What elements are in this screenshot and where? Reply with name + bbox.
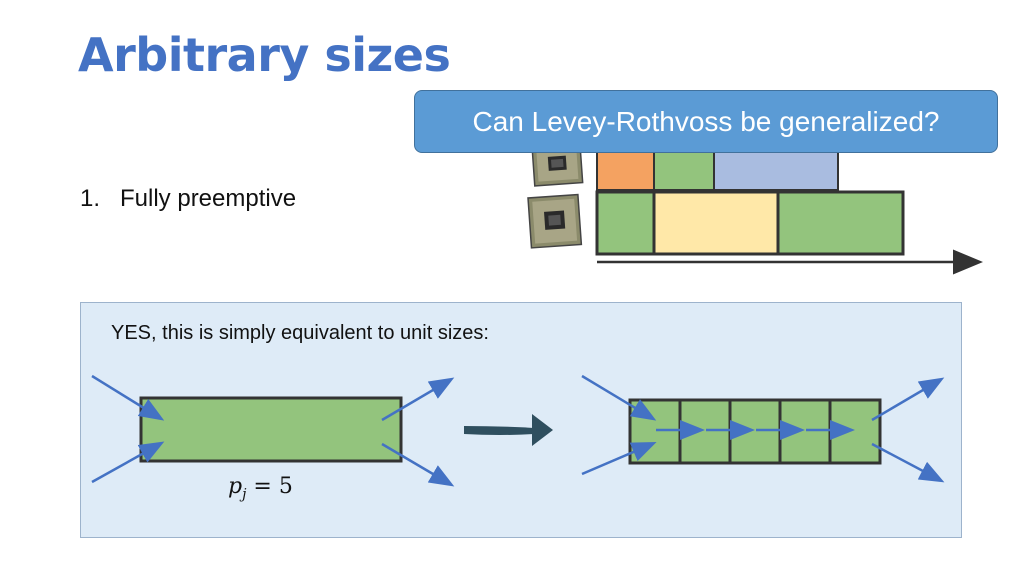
list-item-fully-preemptive: 1. Fully preemptive — [80, 185, 296, 213]
unit-block — [828, 398, 882, 465]
list-text: Fully preemptive — [120, 185, 297, 212]
job-block — [139, 396, 403, 463]
list-number: 1. — [80, 185, 101, 212]
unit-block — [778, 398, 832, 465]
incoming-arrow — [581, 442, 657, 476]
job-size-sub: j — [242, 486, 247, 503]
transform-arrow — [464, 414, 553, 446]
processor-chip-icon — [527, 193, 583, 249]
question-callout: Can Levey-Rothvoss be generalized? — [414, 90, 998, 153]
job-size-value: = 5 — [246, 474, 293, 499]
schedule-block — [776, 190, 905, 256]
incoming-arrow — [91, 441, 165, 484]
outgoing-arrow — [871, 377, 945, 422]
panel-text: YES, this is simply equivalent to unit s… — [111, 322, 489, 344]
unit-block — [678, 398, 732, 465]
job-size-label: pj = 5 — [228, 474, 293, 502]
job-size-var: p — [228, 474, 243, 499]
outgoing-arrow — [381, 442, 455, 487]
slide-title: Arbitrary sizes — [78, 28, 451, 82]
outgoing-arrow — [381, 377, 455, 422]
outgoing-arrow — [871, 442, 945, 483]
incoming-arrow — [91, 374, 165, 421]
incoming-arrow — [581, 374, 657, 421]
schedule-block — [652, 190, 780, 256]
processor-chip-icon — [531, 141, 584, 187]
unit-block — [728, 398, 782, 465]
